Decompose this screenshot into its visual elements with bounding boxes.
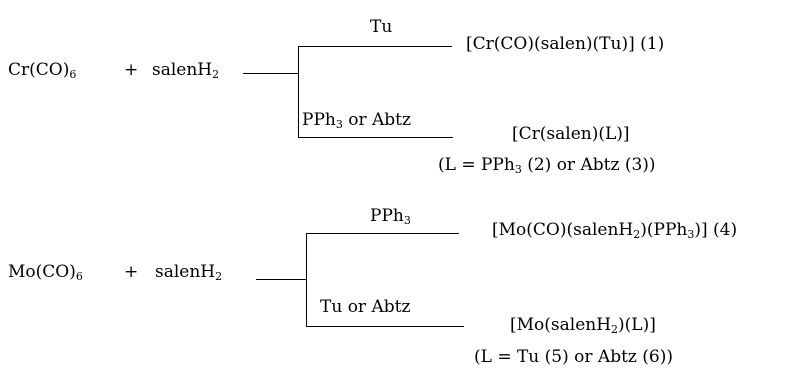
reaction-arrow-line (256, 279, 307, 280)
product-mo-salen-l: [Mo(salenH2)(L)] (510, 315, 656, 336)
reagent-pph3-or-abtz: PPh3 or Abtz (302, 110, 411, 131)
ligand-note-mo: (L = Tu (5) or Abtz (6)) (474, 347, 673, 367)
upper-branch-line (306, 233, 459, 234)
branch-bracket (306, 233, 307, 327)
reactant-cr-carbonyl: Cr(CO)6 (8, 60, 77, 81)
reagent-pph3: PPh3 (370, 206, 411, 227)
ligand-note-cr: (L = PPh3 (2) or Abtz (3)) (438, 155, 656, 176)
lower-branch-line (306, 326, 464, 327)
reaction-arrow-line (243, 73, 299, 74)
upper-branch-line (298, 46, 452, 47)
reactant-mo-carbonyl: Mo(CO)6 (8, 262, 83, 283)
plus-sign: + (124, 60, 139, 80)
reagent-tu: Tu (370, 17, 393, 37)
branch-bracket (298, 46, 299, 138)
product-4: [Mo(CO)(salenH2)(PPh3)] (4) (492, 220, 738, 241)
reactant-salen: salenH2 (152, 60, 220, 81)
plus-sign: + (124, 262, 139, 282)
lower-branch-line (298, 137, 453, 138)
reagent-tu-or-abtz: Tu or Abtz (320, 297, 411, 317)
reactant-salen: salenH2 (155, 262, 223, 283)
product-cr-salen-l: [Cr(salen)(L)] (512, 124, 630, 144)
product-1: [Cr(CO)(salen)(Tu)] (1) (466, 34, 665, 54)
